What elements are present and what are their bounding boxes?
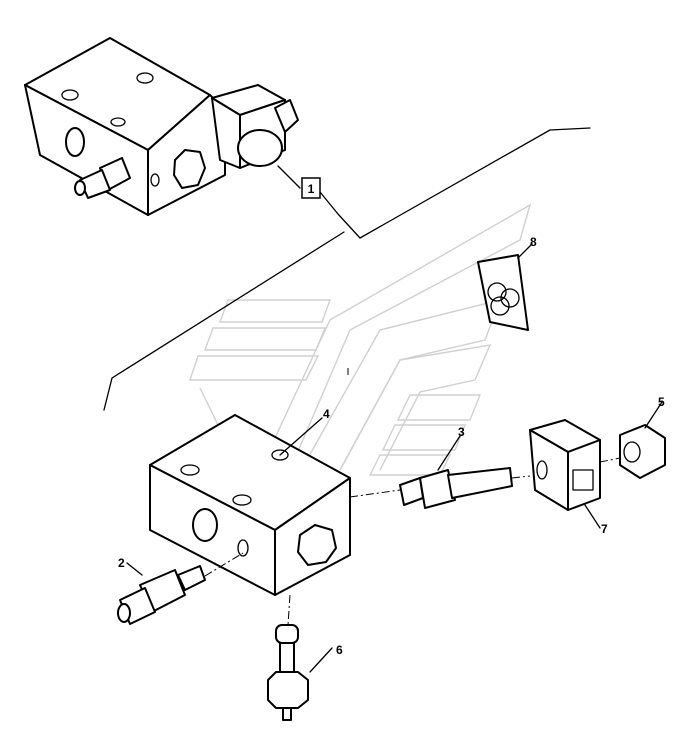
axis-lines bbox=[204, 368, 621, 626]
svg-text:1: 1 bbox=[308, 182, 315, 196]
check-valve-cartridge bbox=[117, 565, 206, 625]
callout-2: 2 bbox=[118, 556, 125, 570]
callout-leaders bbox=[126, 165, 663, 673]
callout-1: 1 bbox=[301, 177, 321, 199]
seal-kit-bag bbox=[477, 254, 529, 331]
valve-block-body bbox=[149, 414, 351, 596]
callout-3: 3 bbox=[458, 425, 465, 439]
callout-7: 7 bbox=[601, 522, 608, 536]
relief-plug bbox=[267, 624, 309, 721]
coil-nut bbox=[619, 424, 666, 479]
solenoid-coil bbox=[529, 419, 601, 511]
assembly-leader-line bbox=[103, 127, 591, 411]
solenoid-cartridge bbox=[399, 467, 513, 509]
assembled-valve-block bbox=[24, 37, 299, 216]
callout-4: 4 bbox=[323, 407, 330, 421]
callout-5: 5 bbox=[658, 395, 665, 409]
callout-6: 6 bbox=[336, 643, 343, 657]
callout-8: 8 bbox=[530, 235, 537, 249]
